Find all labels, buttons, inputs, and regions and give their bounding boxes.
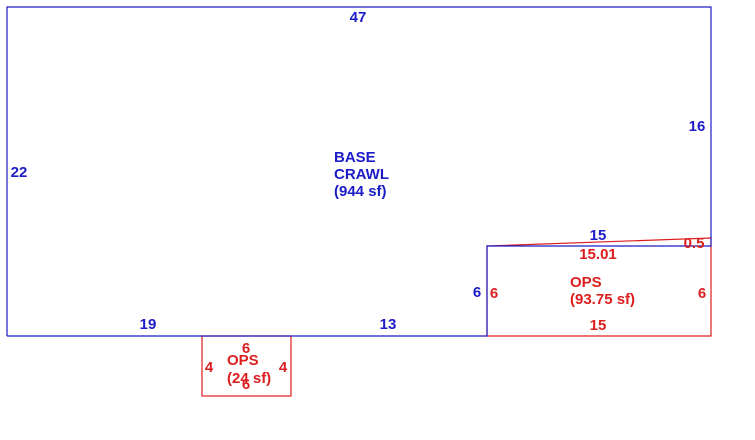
ops-right-dim-right: 6: [698, 285, 706, 302]
base-dim-left: 22: [11, 164, 28, 181]
ops-right-dim-left: 6: [490, 285, 498, 302]
ops-small-area: (24 sf): [227, 370, 271, 387]
ops-small-dim-right: 4: [279, 359, 288, 376]
ops-small-name: OPS: [227, 352, 259, 369]
ops-right-area: (93.75 sf): [570, 291, 635, 308]
base-dim-bottom-left: 19: [140, 316, 157, 333]
base-dim-top: 47: [350, 9, 367, 26]
base-crawl-outline: [6, 6, 712, 337]
base-area-value: (944 sf): [334, 183, 387, 200]
base-name-line1: BASE: [334, 149, 376, 166]
ops-small-dim-left: 4: [205, 359, 214, 376]
base-dim-step-horizontal: 15: [590, 227, 607, 244]
base-name-line2: CRAWL: [334, 166, 389, 183]
ops-right-name: OPS: [570, 274, 602, 291]
ops-right-dim-bottom: 15: [590, 317, 607, 334]
ops-small-dim-top: 6: [242, 340, 250, 357]
base-dim-bottom-right: 13: [380, 316, 397, 333]
base-dim-step-vertical: 6: [473, 284, 481, 301]
ops-right-dim-top-right: 0.5: [684, 235, 705, 252]
base-dim-right: 16: [689, 118, 706, 135]
ops-small-dim-bottom: 6: [242, 376, 250, 393]
ops-right-dim-top: 15.01: [579, 246, 617, 263]
